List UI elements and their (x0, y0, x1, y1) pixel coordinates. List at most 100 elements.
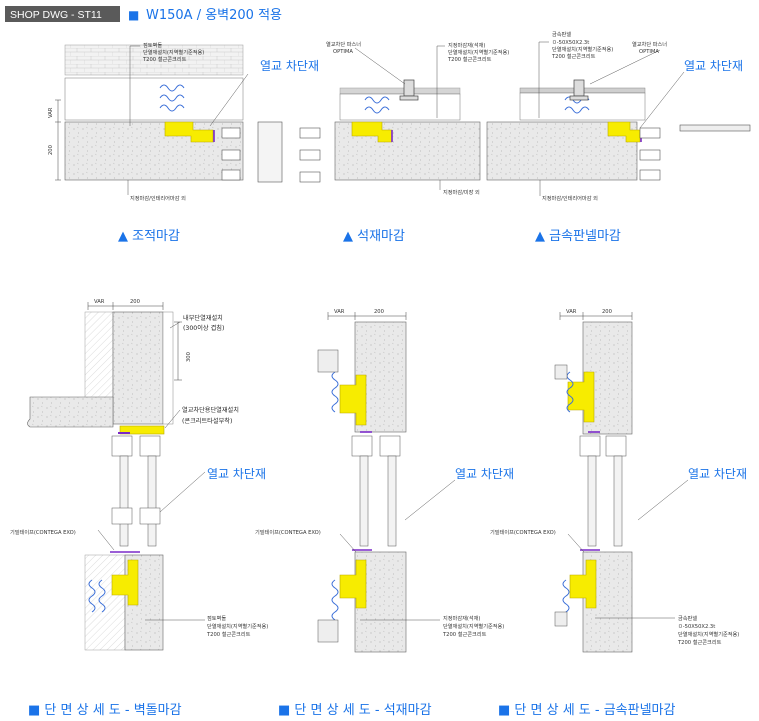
s3-note-3: T200 철근콘크리트 (677, 638, 722, 646)
d1-note-1: 단열재설치(지역별기준적용) (143, 48, 204, 56)
d2-caption: ▲ 석재마감 (343, 229, 405, 244)
s1-note-1: 단열재설치(지역별기준적용) (207, 622, 268, 630)
page-title: W150A / 옹벽200 적용 (146, 8, 282, 23)
s1-inner-insulation (162, 311, 174, 425)
s1-note-top-0: 내부단열재설치 (183, 314, 223, 322)
fastener-brackets (399, 79, 589, 101)
s1-dims (87, 302, 182, 381)
s3-caption: ■ 단 면 상 세 도 - 금속판넬마감 (498, 703, 676, 718)
s1-wool (88, 579, 106, 613)
s3-leaders (567, 479, 689, 619)
s1-leaders (97, 321, 206, 621)
d2-note-1: 단열재설치(지역별기준적용) (448, 48, 509, 56)
s3-bracket-top (554, 364, 568, 380)
s3-dims (559, 312, 633, 320)
leaders-top (127, 41, 685, 196)
s3-note-1: ㅁ-50X50X2.3t (678, 624, 715, 630)
var-dim: VAR (48, 107, 54, 118)
s3-thermal-break-bottom (569, 559, 597, 609)
s1-note-mid-0: 열교차단용단열재설치 (182, 406, 239, 414)
s2-tape: 기밀테이프(CONTEGA EXO) (255, 528, 321, 536)
dim-200: 200 (48, 145, 54, 155)
sheet-tag-bg (5, 6, 120, 22)
d3-callout: 열교 차단재 (684, 59, 743, 73)
s2-thermal-break-bottom (339, 559, 367, 609)
section-2: VAR 200 열교 차단재 기밀테이프(CONTEGA EXO) 지정마감재(… (255, 309, 514, 718)
s1-tape: 기밀테이프(CONTEGA EXO) (10, 528, 76, 536)
s1-slab (27, 396, 114, 428)
d1-note-0: 점토벽돌 (143, 41, 162, 49)
s3-tape: 기밀테이프(CONTEGA EXO) (490, 528, 556, 536)
d2-fastener-1: OPTIMA (333, 49, 353, 55)
d2-bottom-note: 지정마감/미장 외 (443, 188, 480, 196)
s3-var: VAR (566, 309, 577, 315)
s2-callout: 열교 차단재 (455, 467, 514, 481)
s3-note-0: 금속판넬 (678, 614, 697, 622)
s2-caption: ■ 단 면 상 세 도 - 석재마감 (278, 703, 432, 718)
s3-thermal-break-top (567, 371, 595, 423)
d3-note-1: ㅁ-50X50X2.3t (552, 40, 589, 46)
s3-dim: 200 (602, 309, 612, 315)
top-plan-details: VAR 200 점토벽돌 단열재설치(지역별기준적용) T200 철근콘크리트 … (48, 30, 751, 244)
title-marker: ■ (128, 8, 139, 22)
wool-2 (364, 96, 390, 114)
d3-note-2: 단열재설치(지역별기준적용) (552, 45, 613, 53)
d1-note-2: T200 철근콘크리트 (142, 55, 187, 63)
s2-wool-top (331, 371, 339, 413)
s2-note-1: 단열재설치(지역별기준적용) (443, 622, 504, 630)
wool-1 (159, 84, 185, 112)
s1-note-top-1: (300이상 겹침) (183, 324, 224, 332)
s1-upper-wall (112, 311, 164, 425)
s3-bracket-bottom (554, 611, 568, 627)
d2-note-2: T200 철근콘크리트 (447, 55, 492, 63)
thermal-break-1 (164, 121, 214, 143)
s2-bracket-bottom (317, 619, 339, 643)
dimension-lines-top (55, 99, 61, 181)
s1-lower-exterior (84, 554, 126, 651)
s1-thermal-break-top (119, 425, 165, 435)
s3-note-2: 단열재설치(지역별기준적용) (678, 630, 739, 638)
s2-dim: 200 (374, 309, 384, 315)
s1-seal-top (118, 432, 130, 434)
d3-bottom-note: 지정마감/인테리어마감 외 (542, 194, 598, 202)
d3-note-0: 금속판넬 (552, 30, 571, 38)
s1-caption: ■ 단 면 상 세 도 - 벽돌마감 (28, 703, 182, 718)
d2-note-0: 지정마감재(석재) (448, 41, 485, 49)
s2-thermal-break-top (339, 374, 367, 426)
s2-dims (327, 312, 407, 320)
s1-note-2: T200 철근콘크리트 (206, 630, 251, 638)
s1-dim: 200 (130, 299, 140, 305)
s1-callout: 열교 차단재 (207, 467, 266, 481)
s1-var: VAR (94, 299, 105, 305)
s1-window (111, 435, 161, 547)
s2-note-0: 지정마감재(석재) (443, 614, 480, 622)
d2-fastener-0: 열교차단 파스너 (326, 40, 361, 48)
d3-caption: ▲ 금속판넬마감 (535, 229, 621, 244)
s2-window (351, 435, 401, 547)
s1-dim-v: 300 (186, 352, 192, 362)
section-1: VAR 200 300 내부단열재설치 (300이 (10, 299, 268, 718)
s2-wool-bottom (331, 579, 339, 621)
section-3: VAR 200 열교 차단재 기밀테이프(CONTEGA EXO) 금속판넬 ㅁ (490, 309, 747, 718)
s3-wool-top (566, 371, 574, 413)
s1-note-0: 점토벽돌 (207, 614, 226, 622)
s2-note-2: T200 철근콘크리트 (442, 630, 487, 638)
d1-bottom-note: 지정마감/인테리어마감 외 (130, 194, 186, 202)
s2-leaders (339, 479, 456, 621)
d3-fastener-0: 열교차단 파스너 (632, 40, 667, 48)
s3-callout: 열교 차단재 (688, 467, 747, 481)
s3-window (579, 435, 627, 547)
s1-thermal-break-bottom (111, 559, 139, 606)
insulation-zone-1 (64, 77, 244, 121)
concrete-wall-1 (64, 121, 244, 181)
d3-note-3: T200 철근콘크리트 (551, 52, 596, 60)
header: SHOP DWG - ST11 ■ W150A / 옹벽200 적용 (5, 6, 282, 23)
window-frames-top (221, 121, 751, 183)
d1-callout: 열교 차단재 (260, 59, 319, 73)
s2-var: VAR (334, 309, 345, 315)
d1-caption: ▲ 조적마감 (118, 229, 180, 244)
wool-coil-group (159, 84, 590, 114)
s1-note-mid-1: (콘크리트타설부착) (182, 417, 232, 425)
stone-cladding (339, 87, 461, 95)
